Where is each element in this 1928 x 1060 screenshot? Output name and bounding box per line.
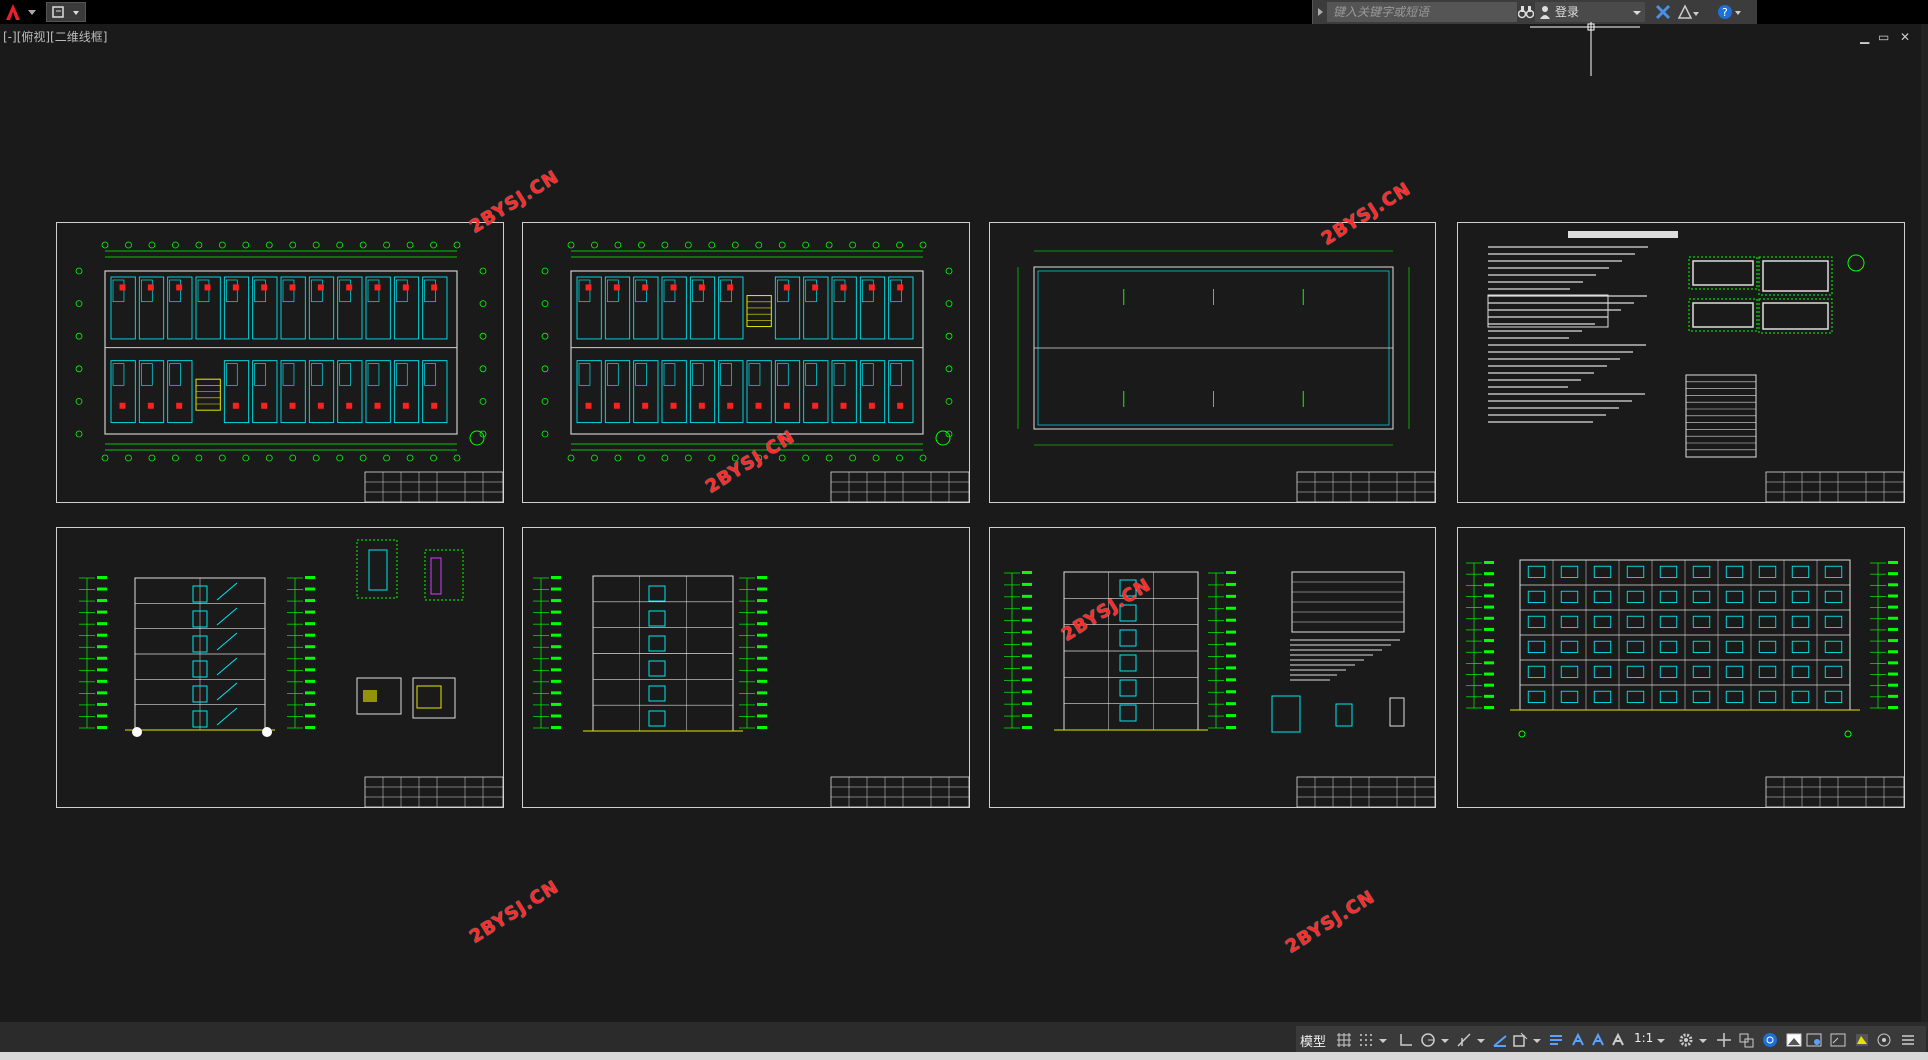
model-tab[interactable]: 模型 <box>1300 1035 1327 1050</box>
snap-icon[interactable] <box>1358 1032 1374 1048</box>
hardware-acceleration-icon[interactable] <box>1762 1032 1778 1048</box>
drawing-sheet-floor-plan-2[interactable] <box>522 222 970 503</box>
layer-icon[interactable] <box>1854 1032 1870 1048</box>
isodraft-icon[interactable] <box>1456 1032 1472 1048</box>
search-group: 键入关键字或短语 登录 ? <box>1312 0 1757 24</box>
search-input[interactable]: 键入关键字或短语 <box>1327 2 1517 22</box>
menu-icon[interactable] <box>1900 1032 1916 1048</box>
drawing-sheet-section-1[interactable] <box>56 527 504 808</box>
viewport-label[interactable]: [-][俯视][二维线框] <box>3 30 108 44</box>
drawing-sheet-side-elevation[interactable] <box>989 527 1436 808</box>
drawing-sheet-front-elevation[interactable] <box>1457 527 1905 808</box>
user-icon <box>1540 6 1550 19</box>
properties-icon[interactable] <box>1830 1032 1846 1048</box>
login-dropdown[interactable]: 登录 <box>1535 2 1645 22</box>
annotation-scale-icon[interactable] <box>1610 1032 1626 1048</box>
chevron-down-icon[interactable] <box>1698 1032 1714 1048</box>
chevron-down-icon[interactable] <box>1532 1032 1548 1048</box>
polar-icon[interactable] <box>1420 1032 1436 1048</box>
autocad-logo-icon[interactable] <box>2 2 40 22</box>
a360-icon[interactable] <box>1677 4 1699 20</box>
help-icon[interactable]: ? <box>1717 4 1743 20</box>
search-arrow-icon[interactable] <box>1315 0 1327 24</box>
quick-access-icon[interactable] <box>46 2 86 22</box>
drawing-sheet-section-2[interactable] <box>522 527 970 808</box>
title-bar: 键入关键字或短语 登录 ? <box>0 0 1928 24</box>
clean-screen-icon[interactable] <box>1786 1032 1802 1048</box>
chevron-down-icon[interactable] <box>1440 1032 1456 1048</box>
watermark: 2BYSJ.CN <box>466 876 563 948</box>
minimize-icon[interactable]: ▁ <box>1860 30 1870 44</box>
auto-scale-icon[interactable] <box>1590 1032 1606 1048</box>
drawing-sheet-notes[interactable] <box>1457 222 1905 503</box>
chevron-down-icon[interactable] <box>1476 1032 1492 1048</box>
annotation-scale-value[interactable]: 1:1 <box>1634 1031 1654 1045</box>
watermark: 2BYSJ.CN <box>1282 886 1379 958</box>
scrollbar[interactable] <box>1921 24 1928 1024</box>
ortho-icon[interactable] <box>1398 1032 1414 1048</box>
workspace-icon[interactable] <box>1806 1032 1822 1048</box>
settings-icon[interactable] <box>1876 1032 1892 1048</box>
chevron-down-icon[interactable] <box>1656 1032 1672 1048</box>
plus-icon[interactable] <box>1716 1032 1732 1048</box>
close-icon[interactable]: ✕ <box>1900 30 1911 44</box>
gear-icon[interactable] <box>1678 1032 1694 1048</box>
snap-object-icon[interactable] <box>1512 1032 1528 1048</box>
grid-icon[interactable] <box>1336 1032 1352 1048</box>
drawing-sheet-roof-plan[interactable] <box>989 222 1436 503</box>
chevron-down-icon[interactable] <box>1378 1032 1394 1048</box>
status-tray: 模型 1:1 <box>1296 1026 1926 1054</box>
binoculars-icon[interactable] <box>1518 4 1534 20</box>
login-label: 登录 <box>1555 5 1580 19</box>
crosshair-cursor <box>1530 22 1640 76</box>
chevron-down-icon <box>1633 11 1641 15</box>
svg-text:?: ? <box>1722 6 1728 19</box>
exchange-icon[interactable] <box>1655 4 1671 20</box>
lineweight-icon[interactable] <box>1548 1032 1564 1048</box>
annotation-visibility-icon[interactable] <box>1570 1032 1586 1048</box>
command-line-edge <box>0 1052 1928 1060</box>
object-snap-icon[interactable] <box>1492 1032 1508 1048</box>
isolate-objects-icon[interactable] <box>1738 1032 1754 1048</box>
drawing-sheet-floor-plan-1[interactable] <box>56 222 504 503</box>
restore-icon[interactable]: ▭ <box>1878 30 1890 44</box>
